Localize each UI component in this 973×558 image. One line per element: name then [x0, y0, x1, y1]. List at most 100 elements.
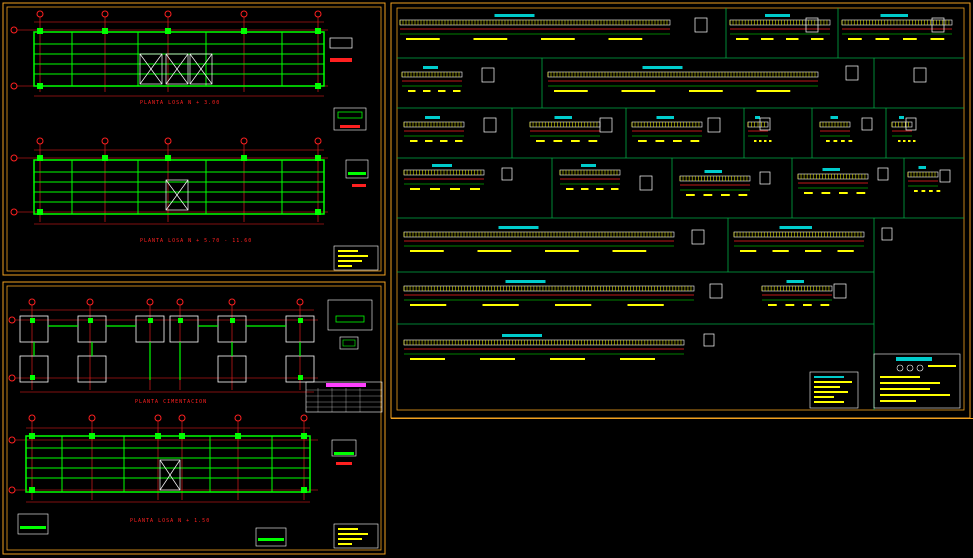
dimension-text-mark — [921, 190, 926, 192]
beam-title-band — [765, 14, 790, 17]
dimension-text-mark — [786, 38, 799, 40]
dimension-text-mark — [841, 140, 845, 142]
dimension-text-mark — [856, 192, 866, 194]
dimension-text-mark — [588, 140, 598, 142]
dimension-text-mark — [820, 304, 830, 306]
dimension-text-mark — [410, 250, 444, 252]
beam-title-band — [642, 66, 683, 69]
plan-drawing-3: PLANTA CIMENTACION — [8, 298, 383, 413]
dimension-text-mark — [555, 304, 592, 306]
dimension-text-mark — [410, 140, 418, 142]
dimension-text-mark — [686, 194, 695, 196]
beam-detail-grid — [397, 8, 964, 410]
dimension-text-mark — [690, 140, 700, 142]
dimension-text-mark — [913, 140, 916, 142]
dimension-text-mark — [477, 250, 512, 252]
dimension-text-mark — [608, 38, 643, 40]
dimension-text-mark — [566, 188, 574, 190]
dimension-text-mark — [545, 250, 579, 252]
dimension-text-mark — [721, 194, 730, 196]
dimension-text-mark — [837, 250, 854, 252]
dimension-text-mark — [805, 250, 822, 252]
dimension-text-mark — [898, 140, 901, 142]
dimension-text-mark — [803, 304, 812, 306]
sheet-frame-2 — [2, 281, 386, 555]
title-block-1 — [333, 245, 379, 271]
dimension-text-mark — [811, 38, 824, 40]
dimension-text-mark — [655, 140, 665, 142]
dimension-text-mark — [455, 140, 463, 142]
dimension-text-mark — [769, 140, 772, 142]
plan-title-2: PLANTA LOSA N + 5.70 - 11.60 — [140, 238, 252, 244]
dimension-text-mark — [410, 188, 420, 190]
dimension-text-mark — [581, 188, 589, 190]
beam-title-band — [502, 334, 542, 337]
dimension-text-mark — [611, 188, 619, 190]
beam-title-band — [656, 116, 674, 119]
dimension-text-mark — [821, 192, 831, 194]
dimension-text-mark — [620, 358, 655, 360]
dimension-text-mark — [848, 38, 862, 40]
dimension-text-mark — [596, 188, 604, 190]
dimension-text-mark — [929, 190, 933, 192]
dimension-text-mark — [612, 250, 647, 252]
dimension-text-mark — [423, 90, 431, 92]
dimension-text-mark — [470, 188, 480, 190]
dimension-text-mark — [453, 90, 461, 92]
dimension-text-mark — [473, 38, 508, 40]
beam-title-band — [786, 280, 804, 283]
dimension-text-mark — [930, 38, 945, 40]
dimension-text-mark — [875, 38, 890, 40]
dimension-text-mark — [848, 140, 853, 142]
dimension-text-mark — [908, 140, 911, 142]
beam-title-band — [432, 164, 452, 167]
dimension-text-mark — [430, 188, 440, 190]
dimension-text-mark — [480, 358, 515, 360]
title-block-3 — [873, 353, 961, 409]
dimension-text-mark — [740, 250, 757, 252]
dimension-text-mark — [553, 140, 563, 142]
beam-detail-elevations — [399, 14, 953, 360]
beam-title-band — [494, 14, 535, 17]
dimension-text-mark — [768, 304, 777, 306]
beam-title-band — [779, 226, 812, 229]
dimension-text-mark — [761, 38, 774, 40]
dimension-text-mark — [903, 140, 906, 142]
plan-drawing-2: PLANTA LOSA N + 5.70 - 11.60 — [10, 137, 369, 244]
beam-title-band — [918, 166, 926, 169]
dimension-text-mark — [754, 140, 757, 142]
general-notes-block — [809, 371, 859, 409]
plan-drawing-4: PLANTA LOSA N + 1.50 — [8, 414, 357, 547]
sheet-frame-3 — [390, 2, 973, 419]
dimension-text-mark — [673, 140, 682, 142]
dimension-text-mark — [738, 194, 748, 196]
dimension-text-mark — [785, 304, 795, 306]
dimension-text-mark — [839, 192, 848, 194]
dimension-text-mark — [903, 38, 917, 40]
dimension-text-mark — [536, 140, 545, 142]
dimension-text-mark — [408, 90, 416, 92]
plan-title-4: PLANTA LOSA N + 1.50 — [130, 518, 210, 524]
dimension-text-mark — [826, 140, 830, 142]
beam-title-band — [554, 116, 572, 119]
dimension-text-mark — [756, 90, 791, 92]
dimension-text-mark — [936, 190, 941, 192]
beam-title-band — [505, 280, 546, 283]
dimension-text-mark — [410, 304, 447, 306]
dimension-text-mark — [550, 358, 585, 360]
beam-title-band — [704, 170, 722, 173]
title-block-2 — [333, 523, 379, 549]
beam-title-band — [830, 116, 838, 119]
dimension-text-mark — [406, 38, 440, 40]
beam-title-band — [498, 226, 539, 229]
dimension-text-mark — [541, 38, 575, 40]
beam-title-band — [423, 66, 438, 69]
dimension-text-mark — [450, 188, 460, 190]
dimension-text-mark — [804, 192, 813, 194]
dimension-text-mark — [410, 358, 445, 360]
beam-title-band — [899, 116, 904, 119]
dimension-text-mark — [571, 140, 580, 142]
dimension-text-mark — [621, 90, 656, 92]
